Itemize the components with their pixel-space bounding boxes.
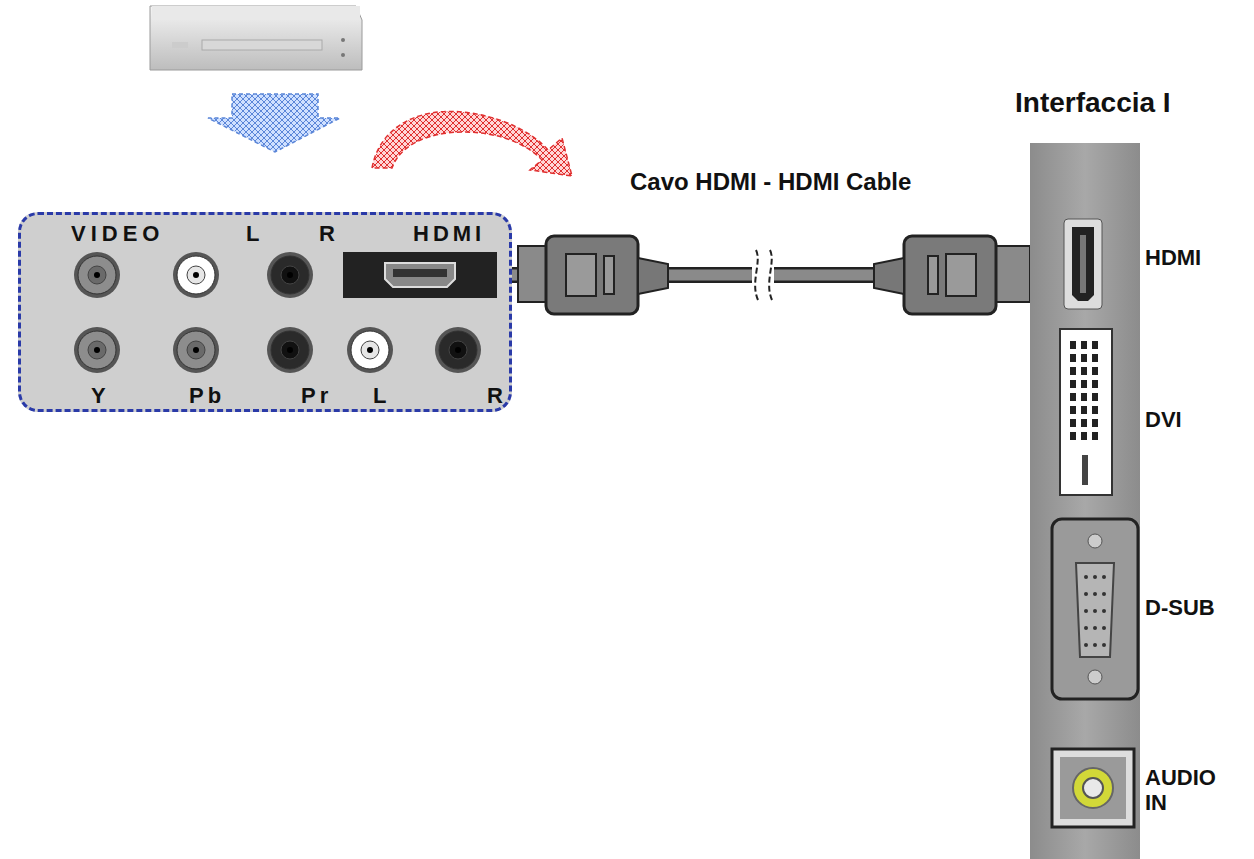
port-label: R: [487, 383, 503, 408]
port-label: HDMI: [413, 221, 485, 246]
port-label: Y: [91, 383, 106, 408]
dvd-player: [150, 6, 362, 70]
port-label: HDMI: [1145, 245, 1201, 270]
tv-input-panel: [1030, 85, 1254, 859]
port-label: VIDEO: [71, 221, 164, 246]
port-label: Pr: [301, 383, 332, 408]
cable-plug: [874, 236, 1030, 314]
port-label: D-SUB: [1145, 595, 1215, 620]
cable-plug: [518, 236, 668, 314]
port-label: L: [246, 221, 259, 246]
panel-title: Interfaccia I: [1015, 87, 1171, 119]
port-label: L: [373, 383, 386, 408]
down-arrow: [208, 94, 340, 152]
cable-label: Cavo HDMI - HDMI Cable: [627, 168, 914, 196]
port-label: AUDIO IN: [1145, 765, 1225, 816]
tv-input-panel: Interfaccia IHDMIDVID-SUBAUDIO IN: [1030, 85, 1254, 859]
cable-break: [752, 250, 774, 300]
port-label: Pb: [189, 383, 225, 408]
port-label: DVI: [1145, 407, 1182, 432]
source-output-panel: VIDEO L R HDMI Y Pb Pr L R: [18, 212, 512, 412]
port-label: R: [319, 221, 335, 246]
curved-arrow: [372, 111, 572, 176]
